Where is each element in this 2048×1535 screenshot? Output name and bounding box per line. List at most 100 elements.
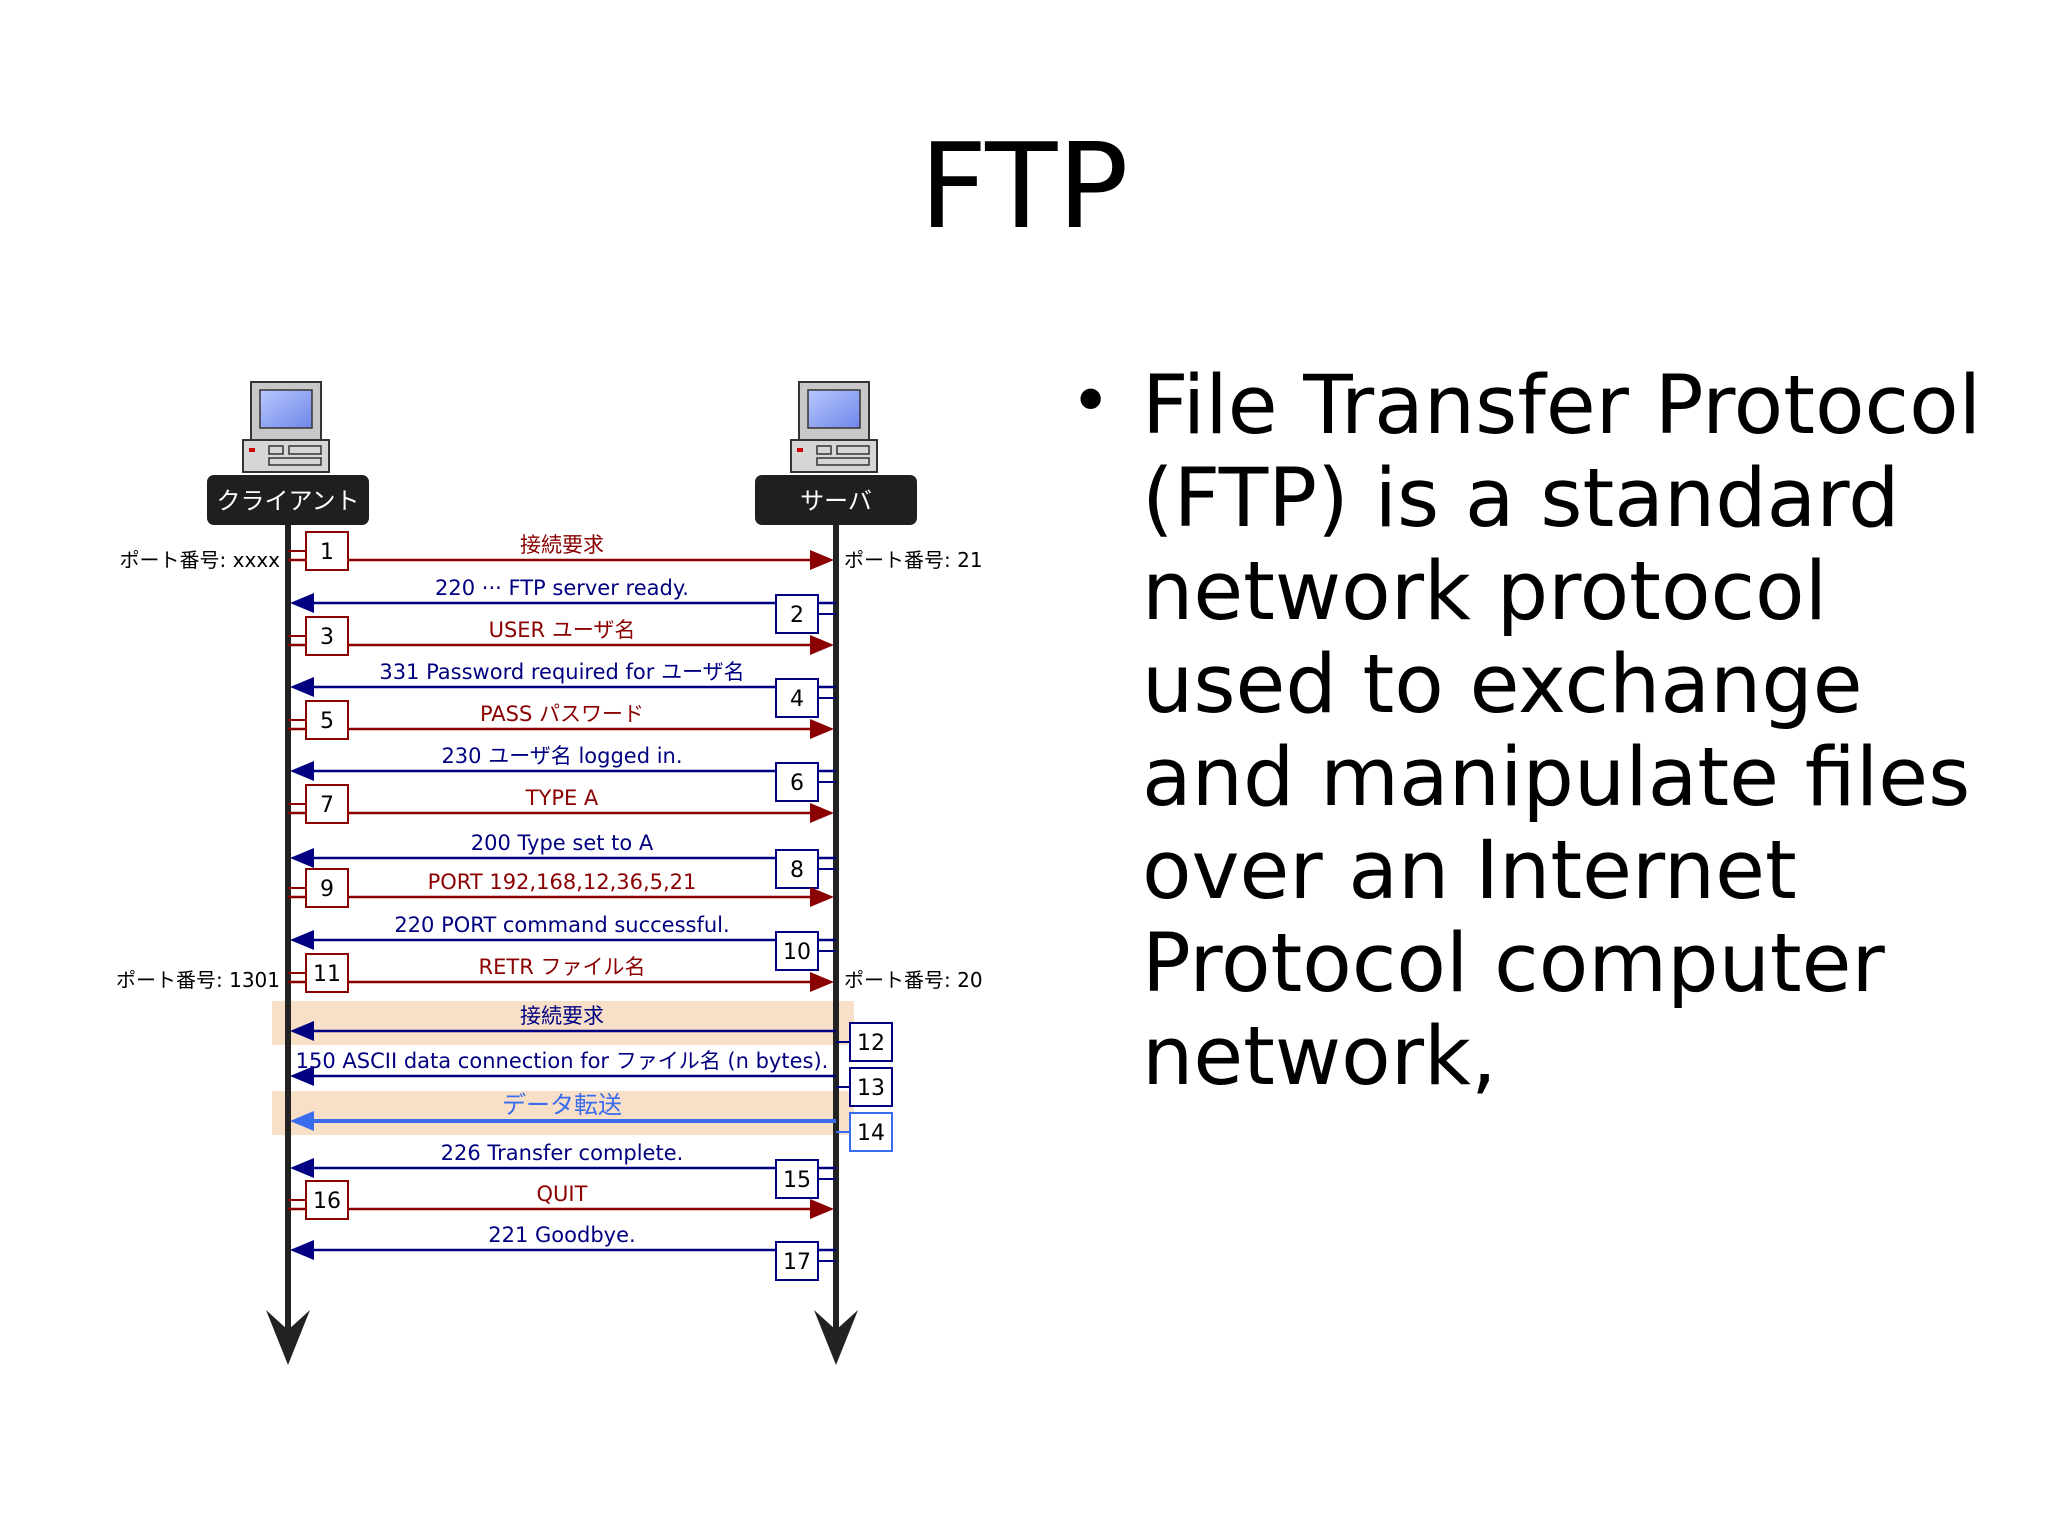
step-number-box [305, 784, 349, 824]
message-label: 221 Goodbye. [488, 1223, 635, 1247]
message-label: QUIT [537, 1182, 588, 1206]
message-label: 220 PORT command successful. [394, 913, 729, 937]
message-arrowhead [290, 1111, 314, 1131]
step-number: 5 [320, 709, 334, 734]
client-port-label-1: ポート番号: xxxx [120, 548, 281, 572]
message-arrowhead [290, 677, 314, 697]
server-computer-icon [790, 381, 878, 473]
message-arrowhead [810, 550, 834, 570]
message-arrowhead [810, 635, 834, 655]
message-13: 13 150 ASCII data connection for ファイル名 (n… [290, 1049, 893, 1107]
message-label: 200 Type set to A [471, 831, 654, 855]
highlight-band-12 [272, 1001, 854, 1045]
bullet-marker: • [1070, 360, 1112, 442]
step-number-box [305, 531, 349, 571]
message-9: 9 PORT 192,168,12,36,5,21 [288, 868, 834, 908]
message-10: 10 220 PORT command successful. [290, 913, 836, 971]
step-number-box [775, 849, 819, 889]
step-number-box [775, 931, 819, 971]
step-number-box [849, 1112, 893, 1152]
client-lifeline-arrowhead [266, 1310, 310, 1365]
message-arrowhead [810, 887, 834, 907]
message-17: 17 221 Goodbye. [290, 1223, 836, 1281]
message-arrowhead [290, 930, 314, 950]
message-label: USER ユーザ名 [489, 618, 636, 642]
message-label: データ転送 [502, 1091, 622, 1119]
message-label: TYPE A [525, 786, 599, 810]
message-label: 331 Password required for ユーザ名 [379, 660, 744, 684]
slide-title: FTP [919, 117, 1129, 255]
server-port-label-1: ポート番号: 21 [844, 548, 983, 572]
server-label-box: サーバ [755, 475, 917, 525]
step-number: 13 [857, 1076, 885, 1101]
message-arrowhead [290, 848, 314, 868]
server-label: サーバ [800, 487, 872, 515]
bullet-text: File Transfer Protocol (FTP) is a standa… [1142, 359, 1982, 1104]
server-lifeline-arrowhead [814, 1310, 858, 1365]
client-label: クライアント [216, 487, 359, 515]
step-number-box [305, 700, 349, 740]
message-arrowhead [810, 803, 834, 823]
step-number-box [775, 762, 819, 802]
message-arrowhead [810, 972, 834, 992]
message-label: PORT 192,168,12,36,5,21 [428, 870, 697, 894]
step-number: 15 [783, 1168, 811, 1193]
message-4: 4 331 Password required for ユーザ名 [290, 660, 836, 718]
message-15: 15 226 Transfer complete. [290, 1141, 836, 1199]
step-number-box [775, 594, 819, 634]
step-number: 3 [320, 625, 334, 650]
message-5: 5 PASS パスワード [288, 700, 834, 740]
client-computer-icon [242, 381, 330, 473]
step-number: 11 [313, 962, 341, 987]
step-number-box [849, 1067, 893, 1107]
step-number: 14 [857, 1121, 885, 1146]
step-number-box [305, 868, 349, 908]
message-arrowhead [290, 761, 314, 781]
message-2: 2 220 ··· FTP server ready. [290, 576, 836, 634]
message-3: 3 USER ユーザ名 [288, 616, 834, 656]
step-number: 17 [783, 1250, 811, 1275]
client-port-label-2: ポート番号: 1301 [116, 968, 280, 992]
message-16: 16 QUIT [288, 1180, 834, 1220]
highlight-band-14 [272, 1091, 854, 1135]
step-number: 12 [857, 1031, 885, 1056]
step-number: 16 [313, 1189, 341, 1214]
message-arrowhead [810, 719, 834, 739]
message-label: 220 ··· FTP server ready. [435, 576, 689, 600]
step-number: 8 [790, 858, 804, 883]
message-arrowhead [290, 1158, 314, 1178]
message-6: 6 230 ユーザ名 logged in. [290, 744, 836, 802]
server-port-label-2: ポート番号: 20 [844, 968, 983, 992]
step-number-box [775, 1159, 819, 1199]
message-label: 150 ASCII data connection for ファイル名 (n b… [296, 1049, 829, 1073]
ftp-sequence-diagram: クライアント サーバ ポート番号: xxxx ポート番号: 21 ポート番号: … [116, 381, 983, 1365]
step-number-box [305, 1180, 349, 1220]
message-arrowhead [290, 1066, 314, 1086]
step-number: 10 [783, 940, 811, 965]
message-8: 8 200 Type set to A [290, 831, 836, 889]
step-number: 1 [320, 540, 334, 565]
step-number: 7 [320, 793, 334, 818]
message-label: 接続要求 [520, 533, 604, 557]
step-number-box [775, 678, 819, 718]
step-number: 2 [790, 603, 804, 628]
message-7: 7 TYPE A [288, 784, 834, 824]
step-number-box [775, 1241, 819, 1281]
step-number-box [305, 616, 349, 656]
step-number: 4 [790, 687, 804, 712]
message-1: 1 接続要求 [288, 531, 834, 571]
message-arrowhead [290, 1021, 314, 1041]
message-label: 230 ユーザ名 logged in. [441, 744, 682, 768]
message-12: 12 接続要求 [290, 1004, 893, 1062]
message-arrowhead [810, 1199, 834, 1219]
message-14: 14 データ転送 [290, 1091, 893, 1152]
message-label: 接続要求 [520, 1004, 604, 1028]
client-label-box: クライアント [207, 475, 369, 525]
message-label: 226 Transfer complete. [441, 1141, 684, 1165]
step-number: 6 [790, 771, 804, 796]
message-arrowhead [290, 1240, 314, 1260]
step-number-box [305, 953, 349, 993]
message-label: PASS パスワード [480, 702, 644, 726]
step-number: 9 [320, 877, 334, 902]
